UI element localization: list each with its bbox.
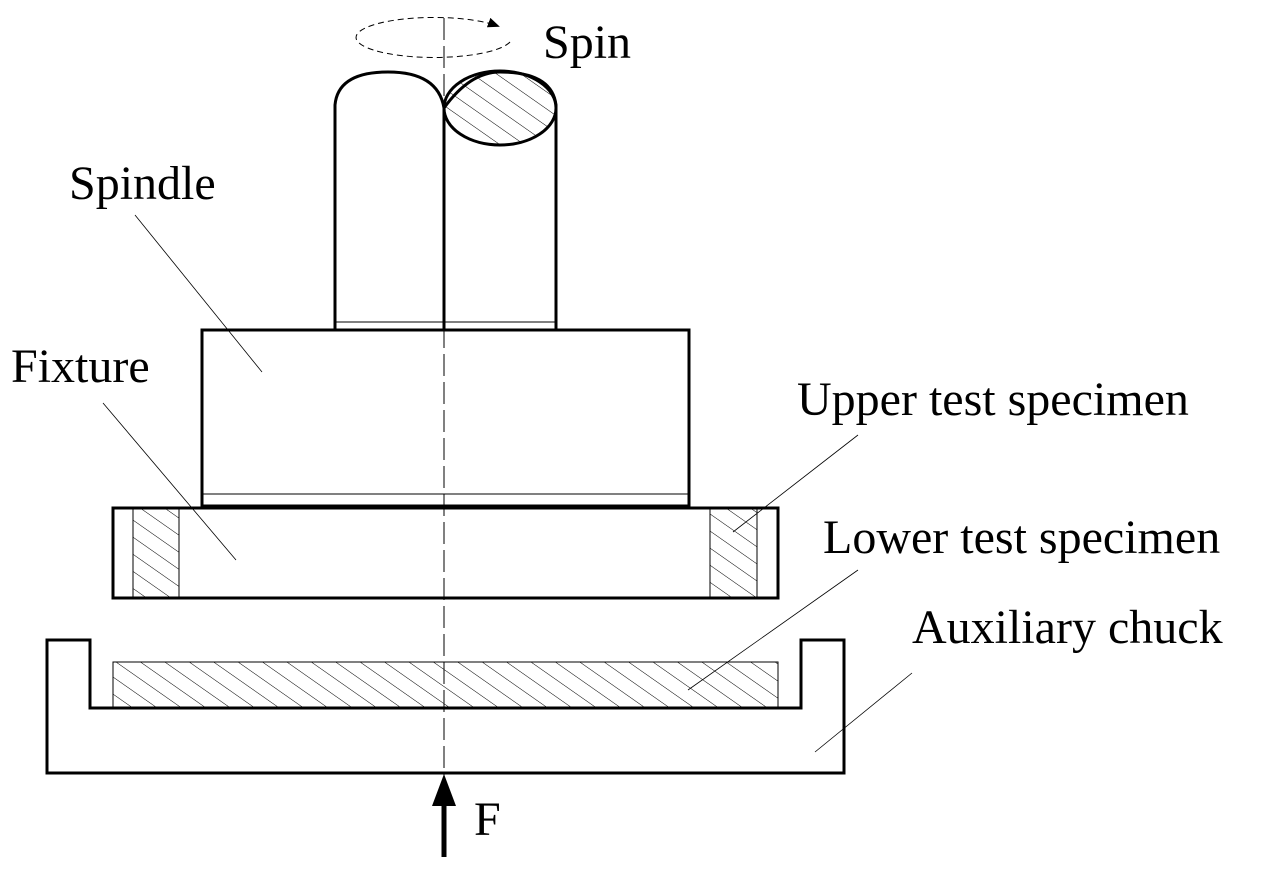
leader-spindle — [134, 214, 263, 373]
spindle-shaft — [333, 69, 558, 330]
auxiliary-chuck-outline — [45, 638, 846, 775]
label-fixture: Fixture — [11, 340, 150, 393]
upper-specimen-right — [709, 507, 758, 599]
leader-auxiliary-chuck — [814, 672, 913, 753]
label-lower-specimen: Lower test specimen — [823, 511, 1220, 564]
leader-lower-specimen — [687, 569, 859, 691]
spin-ellipse — [355, 16, 511, 58]
fixture-outer — [111, 506, 780, 600]
force-arrow-head — [432, 774, 456, 806]
label-upper-specimen: Upper test specimen — [797, 373, 1189, 426]
leader-upper-specimen — [732, 434, 859, 533]
fixture-left-wall — [112, 507, 134, 599]
force-arrow — [432, 774, 456, 857]
spindle-body-rect — [200, 328, 691, 508]
fixture — [111, 506, 780, 600]
spindle-section-hatch — [442, 69, 558, 147]
label-force: F — [474, 793, 501, 846]
spindle-shaft-outline — [333, 70, 446, 330]
label-spindle: Spindle — [69, 157, 216, 210]
spindle-body — [200, 328, 691, 508]
upper-specimen-left — [132, 507, 180, 599]
auxiliary-chuck — [45, 638, 846, 775]
fixture-right-wall — [756, 507, 779, 599]
label-spin: Spin — [543, 16, 631, 69]
spin-indicator — [355, 16, 511, 58]
label-auxiliary-chuck: Auxiliary chuck — [912, 601, 1223, 654]
leader-fixture — [102, 402, 237, 561]
lower-specimen — [112, 661, 779, 709]
